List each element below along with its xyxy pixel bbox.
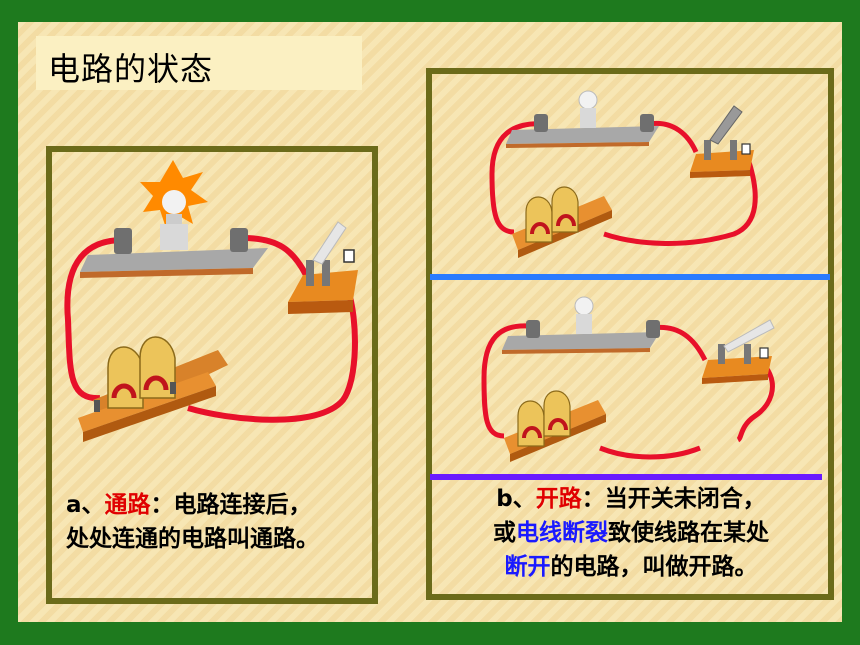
term-broken-wire: 电线断裂 bbox=[516, 520, 608, 546]
caption-text: 致使线路在某处 bbox=[608, 520, 769, 546]
term-disconnected: 断开 bbox=[504, 554, 551, 580]
lit-bulb-icon bbox=[140, 160, 208, 250]
caption-text: 或 bbox=[493, 520, 516, 546]
broken-wire bbox=[736, 364, 775, 443]
wire bbox=[489, 121, 545, 235]
term-open-circuit: 开路 bbox=[535, 486, 582, 512]
closed-circuit-panel bbox=[46, 146, 378, 604]
wire bbox=[481, 323, 531, 439]
caption-line-1: a、通路：电路连接后， bbox=[66, 488, 319, 522]
caption-text: ：当开关未闭合， bbox=[581, 486, 766, 512]
unlit-bulb-icon bbox=[574, 296, 594, 334]
caption-line-3: 断开的电路，叫做开路。 bbox=[446, 550, 816, 584]
term-closed-circuit: 通路 bbox=[104, 492, 151, 518]
caption-line-2: 处处连通的电路叫通路。 bbox=[66, 522, 319, 556]
broken-wire bbox=[599, 445, 701, 460]
caption-prefix: b、 bbox=[496, 486, 536, 512]
wire bbox=[187, 289, 358, 423]
caption-text: ：电路连接后， bbox=[150, 492, 312, 518]
caption-line-1: b、开路：当开关未闭合， bbox=[446, 482, 816, 516]
closed-circuit-caption: a、通路：电路连接后， 处处连通的电路叫通路。 bbox=[66, 488, 319, 556]
wire bbox=[64, 237, 124, 402]
caption-text: 处处连通的电路叫通路。 bbox=[66, 526, 319, 552]
wire bbox=[648, 120, 699, 154]
open-switch-diagram bbox=[489, 90, 758, 258]
caption-prefix: a、 bbox=[66, 492, 105, 518]
slide-title: 电路的状态 bbox=[48, 50, 214, 88]
caption-line-2: 或电线断裂致使线路在某处 bbox=[446, 516, 816, 550]
divider-purple bbox=[430, 474, 822, 480]
unlit-bulb-icon bbox=[578, 90, 598, 128]
open-circuit-caption: b、开路：当开关未闭合， 或电线断裂致使线路在某处 断开的电路，叫做开路。 bbox=[446, 482, 816, 584]
caption-text: 的电路，叫做开路。 bbox=[550, 554, 758, 580]
wire bbox=[603, 161, 758, 246]
divider-blue bbox=[430, 274, 830, 280]
open-circuit-panel bbox=[426, 68, 834, 600]
broken-wire-diagram bbox=[481, 296, 775, 462]
closed-circuit-diagram bbox=[64, 160, 358, 442]
wire bbox=[242, 235, 309, 277]
title-box bbox=[36, 36, 362, 90]
